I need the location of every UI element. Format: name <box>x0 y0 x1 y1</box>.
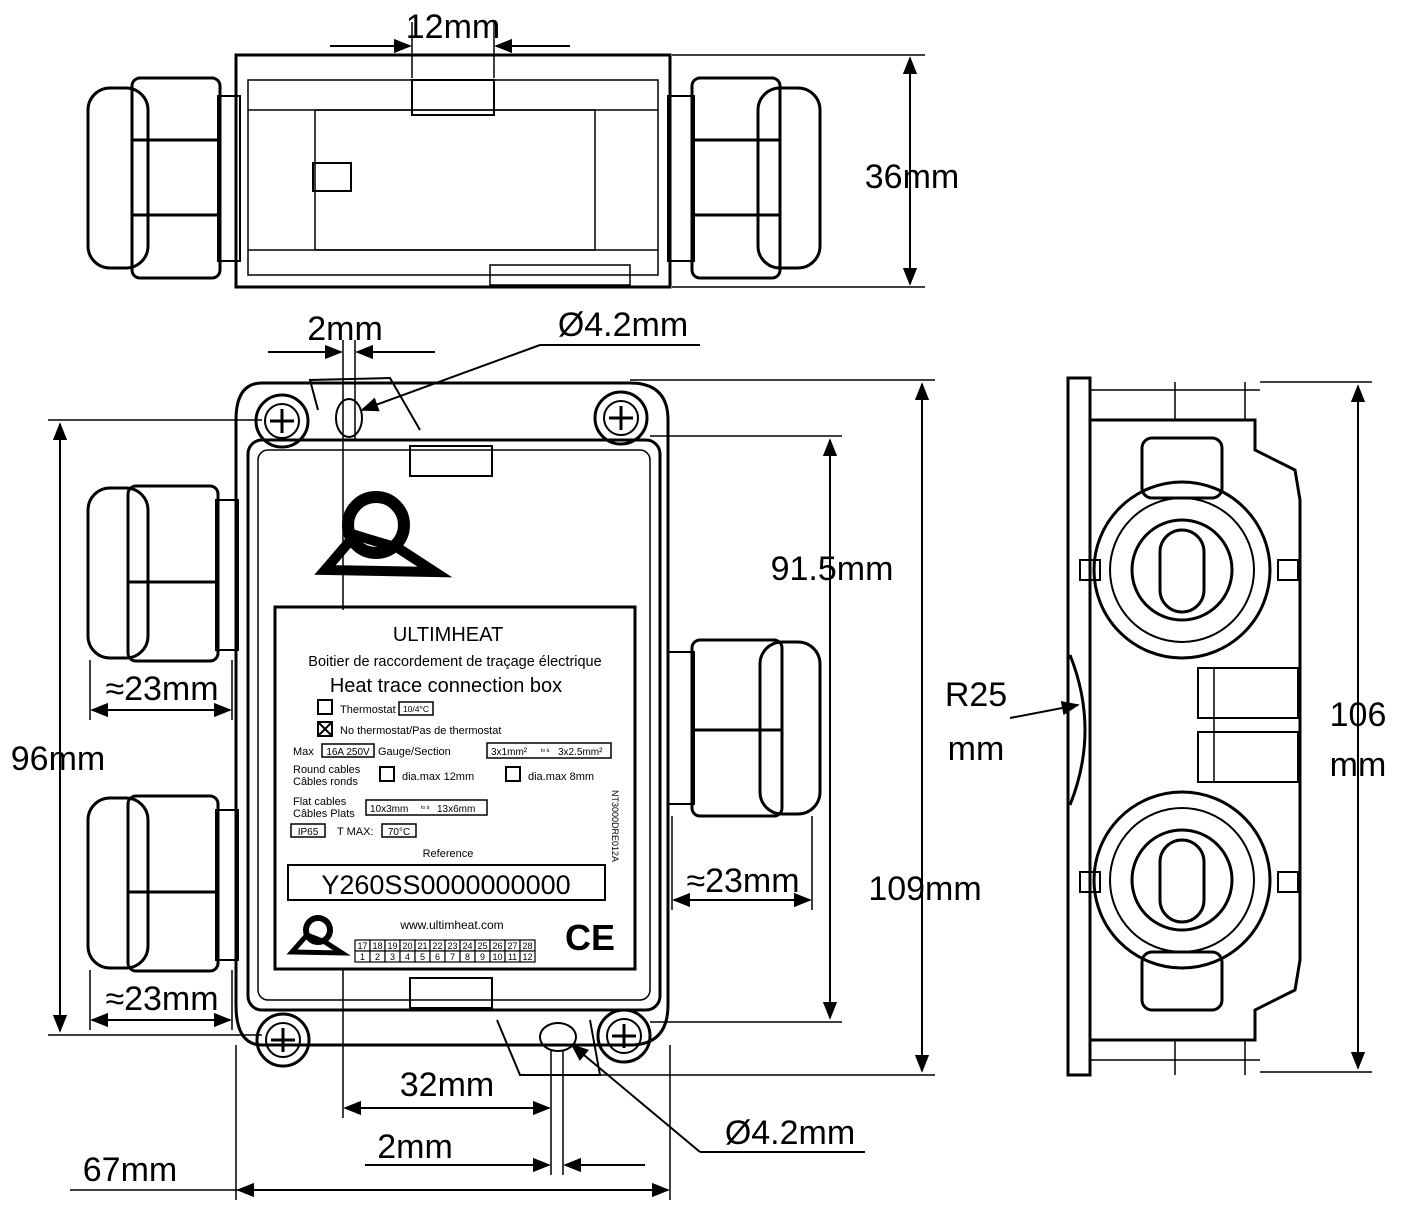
dim-hole-diameter-top: Ø4.2mm <box>558 306 688 344</box>
terminal-number: 6 <box>435 952 440 962</box>
dim-hole-offset-bottom: 2mm <box>377 1128 453 1166</box>
label-dia-max-8: dia.max 8mm <box>528 771 594 783</box>
dim-gland-left-bottom: ≈23mm <box>105 980 218 1018</box>
label-side-code: NT3000DRE012A <box>610 790 620 862</box>
front-left-gland-bottom <box>86 794 239 973</box>
terminal-number: 28 <box>522 941 532 951</box>
side-gland-top <box>1092 436 1272 660</box>
label-plate <box>273 605 637 971</box>
terminal-number: 10 <box>492 952 502 962</box>
dim-top-slot-width: 12mm <box>406 8 500 46</box>
terminal-number: 17 <box>357 941 367 951</box>
label-gauge: Gauge/Section <box>378 746 451 758</box>
dim-side-view-height-unit: mm <box>1330 746 1387 784</box>
side-gland-bottom <box>1092 790 1272 1012</box>
label-round-cables-en: Round cables <box>293 764 361 776</box>
front-view <box>86 376 822 1076</box>
dim-side-view-height-value: 106 <box>1330 696 1387 734</box>
terminal-number: 1 <box>360 952 365 962</box>
label-max-value: 16A 250V <box>326 747 370 758</box>
label-reference: Reference <box>423 848 474 860</box>
terminal-number: 25 <box>477 941 487 951</box>
dim-gland-left-top: ≈23mm <box>105 670 218 708</box>
label-thermostat: Thermostat <box>340 704 396 716</box>
label-gauge-to: to à <box>541 748 550 754</box>
dim-hole-offset-top: 2mm <box>307 310 383 348</box>
terminal-number: 9 <box>480 952 485 962</box>
terminal-number: 4 <box>405 952 410 962</box>
terminal-number: 11 <box>508 952 517 962</box>
terminal-number: 24 <box>462 941 472 951</box>
ce-mark: CE <box>565 917 615 958</box>
label-flat-cables-fr: Câbles Plats <box>293 808 355 820</box>
no-thermostat-checkbox <box>317 721 333 737</box>
dim-hole-diameter-bottom: Ø4.2mm <box>725 1114 855 1152</box>
terminal-number: 22 <box>432 941 442 951</box>
screw-bottom-left <box>255 1012 311 1068</box>
terminal-number: 27 <box>507 941 517 951</box>
label-round-cables-fr: Câbles ronds <box>293 776 358 788</box>
label-gauge-from: 3x1mm² <box>491 747 528 758</box>
label-max: Max <box>293 746 314 758</box>
label-brand: ULTIMHEAT <box>393 624 503 646</box>
thermostat-checkbox <box>317 699 333 715</box>
label-website: www.ultimheat.com <box>399 918 503 932</box>
terminal-number: 21 <box>417 941 427 951</box>
label-title-fr: Boitier de raccordement de traçage élect… <box>308 654 601 670</box>
terminal-number: 19 <box>387 941 397 951</box>
screw-top-left <box>254 393 310 449</box>
front-dimension-lines <box>48 340 935 1200</box>
terminal-number: 26 <box>492 941 502 951</box>
label-flat-from: 10x3mm <box>370 804 408 815</box>
dim-outer-height: 109mm <box>868 870 981 908</box>
label-flat-to: to à <box>421 805 430 811</box>
screw-bottom-right <box>596 1008 652 1064</box>
label-ip-rating: IP65 <box>298 827 319 838</box>
terminal-number: 8 <box>465 952 470 962</box>
dia-max-12-checkbox <box>379 766 395 782</box>
label-tmax: T MAX: <box>337 826 373 838</box>
label-gauge-to-value: 3x2.5mm² <box>558 747 603 758</box>
label-no-thermostat: No thermostat/Pas de thermostat <box>340 725 501 737</box>
dim-radius-unit: mm <box>948 730 1005 768</box>
side-view <box>1009 376 1372 1077</box>
terminal-number: 12 <box>522 952 532 962</box>
label-flat-cables-en: Flat cables <box>293 796 347 808</box>
terminal-cell <box>519 950 536 963</box>
ultimheat-logo-icon <box>314 491 453 578</box>
dia-max-8-checkbox <box>505 766 521 782</box>
label-flat-to-value: 13x6mm <box>437 804 475 815</box>
terminal-number: 23 <box>447 941 457 951</box>
terminal-number: 2 <box>375 952 380 962</box>
top-left-gland <box>86 76 241 280</box>
terminal-number: 3 <box>390 952 395 962</box>
dim-hole-spacing: 32mm <box>400 1066 494 1104</box>
terminal-number: 18 <box>372 941 382 951</box>
screw-top-right <box>593 390 649 446</box>
terminal-number: 20 <box>402 941 412 951</box>
label-thermostat-value: 10/4°C <box>403 704 429 714</box>
front-left-gland-top <box>86 484 239 663</box>
top-view <box>86 22 925 289</box>
label-dia-max-12: dia.max 12mm <box>402 771 474 783</box>
front-right-gland <box>667 638 822 818</box>
terminal-number: 5 <box>420 952 425 962</box>
dim-top-height: 36mm <box>865 158 959 196</box>
dim-body-width: 67mm <box>83 1151 177 1189</box>
dim-inner-height: 91.5mm <box>771 550 894 588</box>
dim-side-height: 96mm <box>11 740 105 778</box>
terminal-number: 7 <box>450 952 455 962</box>
dim-radius-value: R25 <box>945 676 1007 714</box>
dim-gland-right: ≈23mm <box>686 862 799 900</box>
label-reference-value: Y260SS0000000000 <box>321 870 570 900</box>
label-title-en: Heat trace connection box <box>330 675 562 697</box>
top-right-gland <box>667 76 822 280</box>
label-tmax-value: 70°C <box>388 827 410 838</box>
small-logo-icon <box>286 915 351 956</box>
